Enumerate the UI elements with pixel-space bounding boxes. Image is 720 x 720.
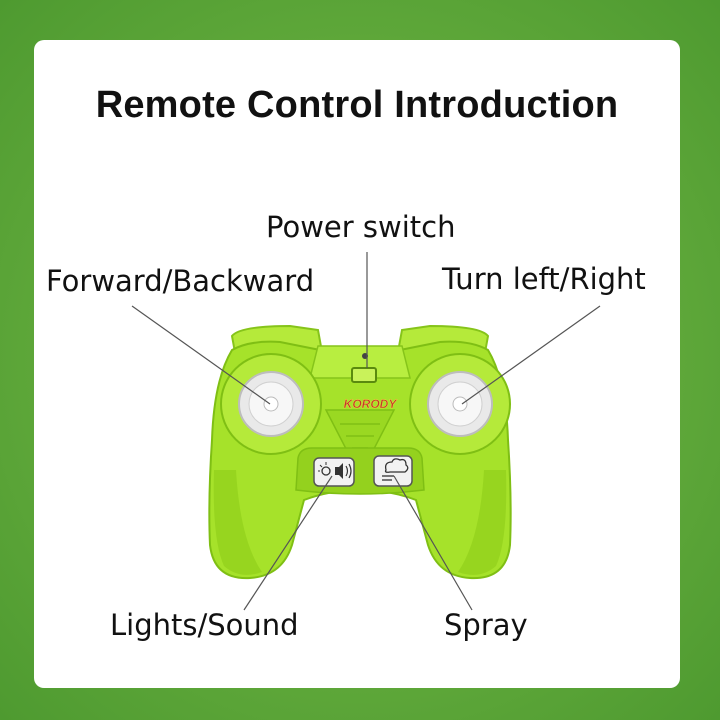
right-joystick[interactable]	[409, 353, 511, 455]
speaker-icon	[335, 463, 352, 479]
label-lights-sound: Lights/Sound	[110, 608, 299, 642]
lights-sound-button[interactable]	[313, 457, 355, 487]
info-card: Remote Control Introduction Power switch…	[34, 40, 680, 688]
callout-line-lights	[243, 475, 333, 611]
label-power-switch: Power switch	[266, 210, 456, 244]
label-spray: Spray	[444, 608, 528, 642]
spray-cloud-icon	[382, 458, 409, 481]
left-joystick[interactable]	[220, 353, 322, 455]
light-bulb-icon	[318, 462, 331, 476]
spray-button[interactable]	[373, 455, 413, 487]
callout-lines	[131, 252, 601, 611]
brand-logo: KORODY	[344, 397, 398, 411]
label-forward-backward: Forward/Backward	[46, 264, 315, 298]
page-title: Remote Control Introduction	[95, 84, 619, 126]
label-turn-left-right: Turn left/Right	[442, 262, 646, 296]
callout-line-forward	[131, 305, 271, 405]
callout-line-spray	[393, 475, 473, 611]
callout-line-turn	[461, 305, 601, 405]
power-switch[interactable]	[351, 353, 377, 383]
